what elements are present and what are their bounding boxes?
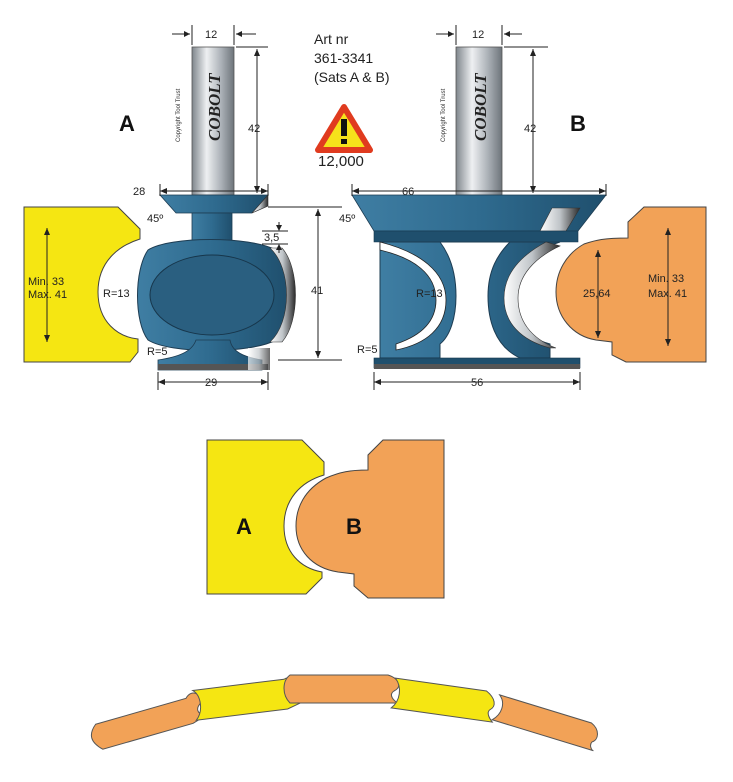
warning-icon — [315, 104, 373, 153]
set-label: (Sats A & B) — [314, 69, 389, 85]
shank-length-b: 42 — [524, 123, 536, 135]
cutter-a: Copyright Tool Trust COBOLT — [23, 46, 296, 371]
art-label: Art nr — [314, 31, 349, 47]
top-width-a: 28 — [133, 186, 145, 198]
stock-max-b: Max. 41 — [648, 288, 687, 300]
cutter-b: Copyright Tool Trust COBOLT — [351, 46, 707, 369]
shank-a — [191, 46, 235, 196]
cutter-a-letter: A — [119, 111, 135, 136]
brand-text-b: COBOLT — [471, 73, 490, 141]
copyright-text-a: Copyright Tool Trust — [176, 88, 182, 142]
dimensions-b: 12 42 66 45º R=13 R=5 56 25,64 Min. 33 M… — [339, 25, 687, 390]
radius-large-b: R=13 — [416, 288, 443, 300]
stock-min-a: Min. 33 — [28, 276, 64, 288]
joint-piece-b — [295, 439, 445, 599]
shank-length-a: 42 — [248, 123, 260, 135]
stave-arc — [90, 674, 598, 752]
stock-min-b: Min. 33 — [648, 273, 684, 285]
radius-small-a: R=5 — [147, 346, 168, 358]
base-width-a: 29 — [205, 377, 217, 389]
joint-label-a: A — [236, 514, 252, 539]
rpm-label: 12,000 — [318, 153, 364, 170]
height-a: 41 — [311, 285, 323, 297]
shank-diameter-a: 12 — [205, 29, 217, 41]
profile-width-b: 25,64 — [583, 288, 611, 300]
cutter-b-letter: B — [570, 111, 586, 136]
radius-large-a: R=13 — [103, 288, 130, 300]
step-a: 3,5 — [264, 232, 279, 244]
shank-diameter-b: 12 — [472, 29, 484, 41]
stock-piece-a — [23, 206, 141, 363]
joint-illustration: A B — [206, 439, 445, 599]
base-width-b: 56 — [471, 377, 483, 389]
joint-label-b: B — [346, 514, 362, 539]
angle-b: 45º — [339, 213, 355, 225]
stock-max-a: Max. 41 — [28, 289, 67, 301]
brand-text-a: COBOLT — [205, 73, 224, 141]
dimensions-a: 12 42 28 45º 3,5 41 R=13 R=5 29 Min. 33 … — [28, 25, 342, 390]
angle-a: 45º — [147, 213, 163, 225]
joint-piece-a — [206, 439, 325, 595]
top-width-b: 66 — [402, 186, 414, 198]
copyright-text-b: Copyright Tool Trust — [441, 88, 447, 142]
art-number: 361-3341 — [314, 50, 373, 66]
radius-small-b: R=5 — [357, 344, 378, 356]
